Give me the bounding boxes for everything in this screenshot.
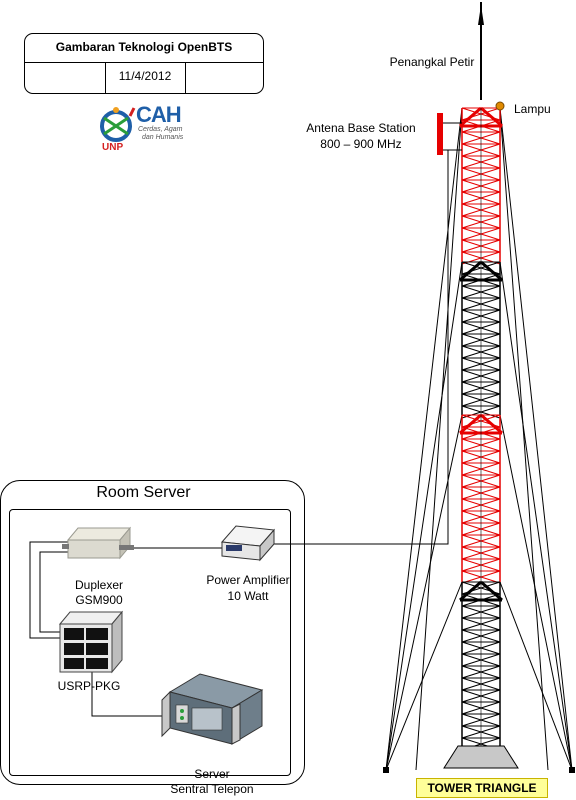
title-block: Gambaran Teknologi OpenBTS 11/4/2012	[24, 33, 264, 94]
logo-tagline-2: dan Humanis	[142, 134, 184, 141]
room-server-inner-frame	[9, 509, 291, 776]
title-divider	[25, 62, 263, 63]
lamp-label: Lampu	[514, 102, 551, 116]
anchor-right	[569, 767, 575, 773]
lightning-rod-label: Penangkal Petir	[389, 55, 475, 69]
tower-base	[443, 745, 519, 769]
tower-triangle-label: TOWER TRIANGLE	[416, 778, 548, 798]
diagram-date: 11/4/2012	[118, 69, 172, 83]
diagram-title: Gambaran Teknologi OpenBTS	[55, 40, 233, 54]
lamp-icon	[495, 101, 505, 111]
feeder-cable	[274, 150, 449, 545]
lightning-rod-tip	[478, 5, 484, 25]
amplifier-label-2: 10 Watt	[227, 589, 269, 603]
duplexer-label-2: GSM900	[75, 593, 123, 607]
title-cell-divider	[105, 62, 106, 93]
usrp-device	[58, 610, 124, 674]
unp-cah-logo: UNP CAH Cerdas, Agam dan Humanis	[96, 102, 206, 160]
logo-tagline-1: Cerdas, Agam	[138, 126, 183, 133]
logo-emblem-icon	[100, 107, 136, 142]
server-label-1: Server	[194, 767, 230, 781]
server-label-2: Sentral Telepon	[170, 782, 254, 796]
room-connections	[29, 541, 225, 717]
tower-lattice	[459, 106, 503, 763]
antenna-panel	[437, 113, 443, 155]
logo-brand-text: CAH	[136, 102, 182, 127]
amplifier-label-1: Power Amplifier	[206, 573, 290, 587]
usrp-label: USRP-PKG	[57, 679, 121, 693]
guy-wires	[385, 107, 573, 771]
server-device	[161, 673, 264, 745]
duplexer-label-1: Duplexer	[74, 578, 124, 592]
anchor-left	[383, 767, 389, 773]
room-server-box	[0, 480, 305, 785]
duplexer-device	[62, 526, 134, 560]
antenna-label-2: 800 – 900 MHz	[320, 137, 402, 151]
power-amplifier-device	[220, 525, 276, 562]
room-server-title: Room Server	[96, 484, 191, 501]
title-cell-divider	[185, 62, 186, 93]
antenna-label-1: Antena Base Station	[306, 121, 416, 135]
logo-org-text: UNP	[102, 142, 124, 153]
